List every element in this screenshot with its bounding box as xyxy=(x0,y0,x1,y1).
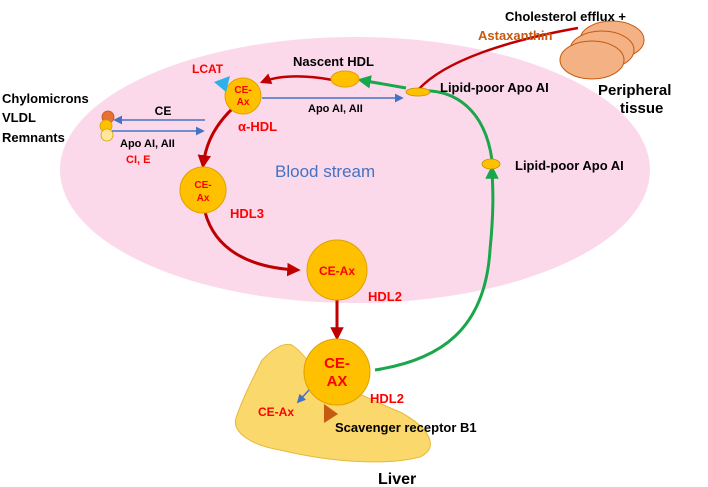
alpha-hdl-particle xyxy=(224,77,262,115)
nascent-to-alpha-arrow xyxy=(259,73,334,84)
hdl2-lower-inner-line1: CE- xyxy=(324,355,350,372)
nascent-hdl-label: Nascent HDL xyxy=(293,54,374,69)
hdl3-inner-line1: CE- xyxy=(194,180,211,191)
liver-label: Liver xyxy=(378,471,416,487)
cholesterol-efflux-label: Cholesterol efflux + xyxy=(505,9,626,24)
alpha-hdl-inner-line1: CE- xyxy=(234,85,251,96)
peripheral-tissue-icon xyxy=(559,20,645,80)
apo-ai-aii-left-label: Apo AI, AII xyxy=(120,138,175,150)
liver-ce-ax-label: CE-Ax xyxy=(258,405,294,419)
remnants-label: Remnants xyxy=(2,130,65,145)
scavenger-receptor-icon xyxy=(324,404,338,423)
peripheral-tissue-label-1: Peripheral xyxy=(598,82,671,99)
hdl2-upper-inner-label: CE-Ax xyxy=(319,264,355,278)
chylomicron-particles-icon xyxy=(99,110,115,142)
hdl3-particle xyxy=(179,166,227,214)
hdl2-lower-particle xyxy=(303,338,371,406)
lipid-poor-apo-right-label: Lipid-poor Apo AI xyxy=(515,158,624,173)
alpha-hdl-inner-line2: Ax xyxy=(237,97,250,108)
hdl2-upper-label: HDL2 xyxy=(368,289,402,304)
apo-ai-aii-center-label: Apo AI, AII xyxy=(308,103,363,115)
lcat-marker-icon xyxy=(214,76,230,92)
chylomicrons-label: Chylomicrons xyxy=(2,91,89,106)
ce-label: CE xyxy=(155,104,172,118)
hdl2-lower-label: HDL2 xyxy=(370,391,404,406)
hdl2-upper-particle xyxy=(306,239,368,301)
hdl3-to-hdl2-arrow xyxy=(203,211,301,277)
astaxanthin-label: Astaxanthin xyxy=(478,28,552,43)
peripheral-tissue-label-2: tissue xyxy=(620,100,663,117)
lcat-label: LCAT xyxy=(192,62,224,76)
ci-e-label: CI, E xyxy=(126,154,150,166)
lipid-poor-apo-top-label: Lipid-poor Apo AI xyxy=(440,80,549,95)
reverse-transport-arrow xyxy=(374,165,499,372)
nascent-arrow xyxy=(357,75,407,90)
alpha-to-hdl3-arrow xyxy=(197,106,235,169)
vldl-label: VLDL xyxy=(2,110,36,125)
efflux-arrow xyxy=(417,26,579,91)
hdl3-label: HDL3 xyxy=(230,206,264,221)
nascent-hdl-shape xyxy=(330,70,360,88)
scavenger-receptor-label: Scavenger receptor B1 xyxy=(335,420,477,435)
lipid-poor-apo-right-shape xyxy=(481,158,501,170)
hdl3-inner-line2: Ax xyxy=(197,193,210,204)
blood-stream-region xyxy=(60,37,650,303)
hdl2-lower-inner-line2: AX xyxy=(327,373,348,390)
lipid-poor-apo-top-shape xyxy=(405,87,431,97)
blood-stream-label: Blood stream xyxy=(275,162,375,181)
alpha-hdl-label: α-HDL xyxy=(238,119,277,134)
